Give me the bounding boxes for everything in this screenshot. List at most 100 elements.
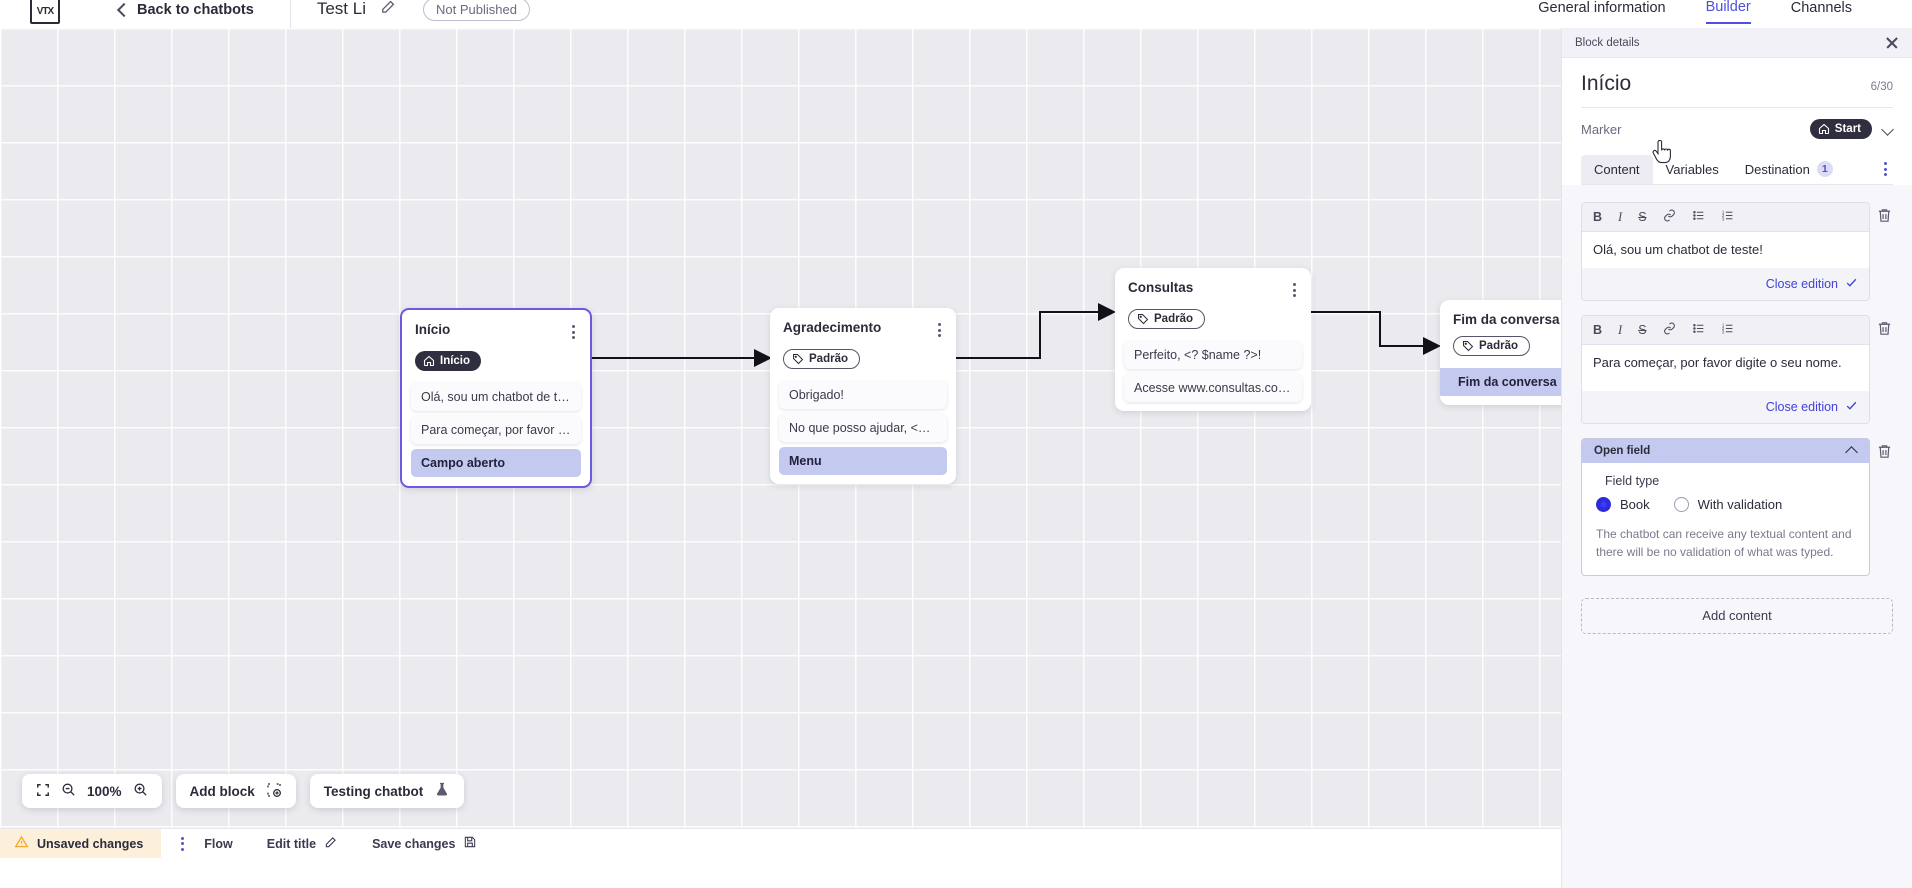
flow-canvas[interactable]: Início Início Olá, sou um chatbot de tes… — [0, 28, 1561, 858]
italic-icon[interactable]: I — [1618, 209, 1623, 224]
node-item[interactable]: No que posso ajudar, <? $name ... — [779, 414, 947, 442]
status-kebab-menu-icon[interactable] — [179, 834, 186, 854]
chevron-left-icon — [116, 4, 128, 16]
svg-text:1: 1 — [1721, 209, 1724, 214]
tab-destination[interactable]: Destination 1 — [1732, 154, 1846, 184]
bold-icon[interactable]: B — [1593, 209, 1603, 224]
strikethrough-icon[interactable]: S — [1638, 322, 1647, 337]
close-edition-button[interactable]: Close edition — [1765, 399, 1838, 414]
radio-option-with-validation[interactable]: With validation — [1673, 496, 1782, 512]
chevron-down-icon[interactable] — [1882, 124, 1893, 135]
node-title: Agradecimento — [783, 320, 882, 335]
trash-icon[interactable] — [1876, 443, 1893, 465]
node-item[interactable]: Perfeito, <? $name ?>! — [1124, 341, 1302, 369]
close-edition-button[interactable]: Close edition — [1765, 277, 1838, 292]
node-header: Início — [402, 310, 590, 342]
bullet-list-icon[interactable] — [1692, 322, 1705, 338]
check-icon — [1845, 399, 1858, 415]
flow-button[interactable]: Flow — [204, 837, 232, 851]
panel-header: Block details — [1562, 28, 1912, 58]
back-to-chatbots-button[interactable]: Back to chatbots — [116, 2, 254, 18]
node-item-highlighted[interactable]: Campo aberto — [411, 449, 581, 477]
testing-chatbot-button[interactable]: Testing chatbot — [309, 774, 465, 808]
flow-node-inicio[interactable]: Início Início Olá, sou um chatbot de tes… — [400, 308, 592, 488]
svg-text:3: 3 — [1721, 330, 1724, 335]
svg-text:2: 2 — [1721, 213, 1724, 218]
content-card-row: B I S — [1581, 202, 1893, 302]
panel-kebab-menu-icon[interactable] — [1882, 159, 1889, 179]
flow-node-consultas[interactable]: Consultas Padrão Perfeito, <? $name ?>! … — [1115, 268, 1311, 411]
node-tag-label: Início — [440, 355, 471, 367]
add-content-button[interactable]: Add content — [1581, 597, 1893, 634]
radio-option-book[interactable]: Book — [1596, 496, 1650, 512]
tab-variables[interactable]: Variables — [1653, 155, 1732, 184]
trash-icon[interactable] — [1876, 207, 1893, 229]
numbered-list-icon[interactable]: 1 2 3 — [1721, 209, 1734, 225]
content-text[interactable]: Olá, sou um chatbot de teste! — [1582, 231, 1869, 269]
marker-control[interactable]: Start — [1809, 119, 1893, 139]
node-header: Fim da conversa — [1440, 300, 1561, 327]
node-item[interactable]: Olá, sou um chatbot de teste! — [411, 383, 581, 411]
node-item[interactable]: Obrigado! — [779, 381, 947, 409]
tab-content[interactable]: Content — [1581, 154, 1653, 184]
tab-variables-label: Variables — [1665, 161, 1719, 177]
home-icon — [423, 355, 435, 367]
add-block-button[interactable]: Add block — [175, 774, 296, 808]
node-item-highlighted[interactable]: Fim da conversa — [1440, 368, 1561, 396]
flask-icon — [434, 781, 450, 801]
rich-text-editor-card: B I S — [1581, 315, 1870, 424]
node-tag-label: Padrão — [809, 353, 848, 365]
edit-title-pencil-icon[interactable] — [380, 0, 397, 20]
fit-screen-icon[interactable] — [36, 783, 50, 800]
divider — [1581, 107, 1893, 108]
edit-title-button[interactable]: Edit title — [267, 835, 338, 852]
bold-icon[interactable]: B — [1593, 322, 1603, 337]
node-kebab-menu-icon[interactable] — [1291, 280, 1298, 300]
marker-start-badge[interactable]: Start — [1809, 119, 1872, 139]
strikethrough-icon[interactable]: S — [1638, 209, 1647, 224]
content-text[interactable]: Para começar, por favor digite o seu nom… — [1582, 344, 1869, 391]
close-icon[interactable] — [1885, 36, 1899, 50]
node-kebab-menu-icon[interactable] — [936, 320, 943, 340]
flow-label: Flow — [204, 836, 233, 851]
node-title: Consultas — [1128, 280, 1194, 295]
back-to-chatbots-label: Back to chatbots — [137, 2, 254, 18]
toolbar-divider — [289, 0, 291, 28]
save-changes-button[interactable]: Save changes — [372, 835, 477, 852]
content-card-row: B I S — [1581, 315, 1893, 424]
zoom-in-icon[interactable] — [133, 782, 148, 800]
tab-general-information[interactable]: General information — [1538, 0, 1666, 16]
node-item[interactable]: Acesse www.consultas.com par... — [1124, 374, 1302, 402]
home-icon — [1818, 123, 1829, 135]
flow-node-fim-da-conversa[interactable]: Fim da conversa Padrão Fim da conversa — [1440, 300, 1561, 405]
tab-builder[interactable]: Builder — [1705, 0, 1751, 24]
pencil-icon — [324, 835, 338, 852]
tab-destination-label: Destination — [1744, 161, 1810, 177]
node-item[interactable]: Para começar, por favor digite o ... — [411, 416, 581, 444]
numbered-list-icon[interactable]: 1 2 3 — [1721, 322, 1734, 338]
flow-node-agradecimento[interactable]: Agradecimento Padrão Obrigado! No que po… — [770, 308, 956, 484]
char-counter: 6/30 — [1870, 81, 1893, 93]
panel-content-scroll: B I S — [1562, 185, 1912, 888]
warning-triangle-icon — [14, 835, 29, 852]
link-icon[interactable] — [1663, 322, 1676, 338]
block-details-panel: Block details Início 6/30 Marker Start — [1561, 28, 1912, 888]
vtex-logo-icon: VTX — [30, 0, 60, 24]
node-tag-row: Padrão — [1440, 327, 1561, 363]
italic-icon[interactable]: I — [1618, 322, 1623, 337]
chevron-up-icon[interactable] — [1846, 445, 1857, 456]
trash-icon[interactable] — [1876, 320, 1893, 342]
bullet-list-icon[interactable] — [1692, 209, 1705, 225]
radio-button-selected[interactable] — [1596, 496, 1611, 512]
node-item-highlighted[interactable]: Menu — [779, 447, 947, 475]
zoom-out-icon[interactable] — [61, 782, 76, 800]
rte-toolbar: B I S — [1582, 203, 1869, 232]
radio-button[interactable] — [1673, 496, 1689, 512]
open-field-help-text: The chatbot can receive any textual cont… — [1596, 526, 1852, 559]
top-bar: VTX Back to chatbots Test Li Not Publish… — [0, 0, 1912, 28]
link-icon[interactable] — [1663, 209, 1676, 225]
tab-channels[interactable]: Channels — [1790, 0, 1852, 16]
open-field-header[interactable]: Open field — [1582, 438, 1869, 463]
chatbot-title: Test Li — [316, 0, 366, 18]
node-kebab-menu-icon[interactable] — [570, 322, 577, 342]
